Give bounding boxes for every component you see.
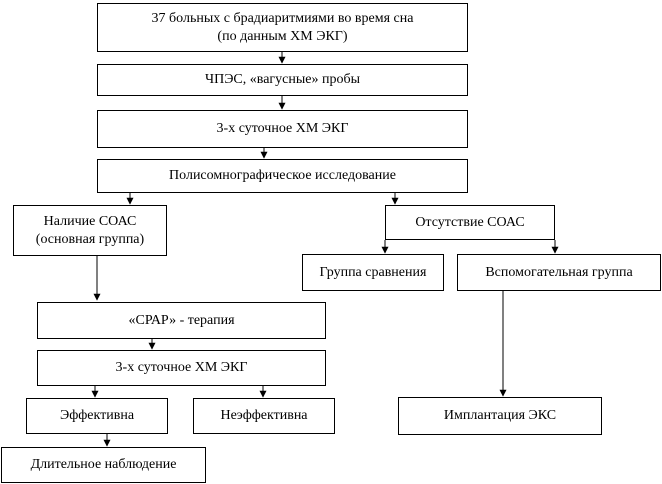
effective-box: Эффективна	[26, 398, 168, 434]
auxiliary-group-box: Вспомогательная группа	[457, 254, 661, 291]
comparison-group-label: Группа сравнения	[319, 264, 427, 280]
patients-box: 37 больных с брадиаритмиями во время сна…	[97, 3, 468, 52]
osa-present-box: Наличие СОАС (основная группа)	[13, 205, 167, 256]
polysomnography-box: Полисомнографическое исследование	[97, 159, 468, 193]
pacemaker-implantation-box: Имплантация ЭКС	[398, 397, 602, 435]
holter-followup-label: 3-х суточное ХМ ЭКГ	[115, 360, 248, 375]
patients-line-2: (по данным ХМ ЭКГ)	[217, 28, 348, 44]
polysomnography-label: Полисомнографическое исследование	[169, 168, 396, 183]
effective-label: Эффективна	[59, 408, 135, 423]
holter-followup-box: 3-х суточное ХМ ЭКГ	[37, 350, 326, 386]
osa-absent-box: Отсутствие СОАС	[385, 205, 555, 240]
ineffective-box: Неэффективна	[193, 398, 335, 434]
osa-present-line-2: (основная группа)	[35, 231, 145, 247]
long-observation-label: Длительное наблюдение	[30, 457, 177, 472]
cpap-therapy-box: «СРАР» - терапия	[37, 302, 326, 339]
cpap-therapy-label: «СРАР» - терапия	[128, 312, 235, 328]
holter-monitoring-box: 3-х суточное ХМ ЭКГ	[97, 110, 468, 148]
auxiliary-group-label: Вспомогательная группа	[485, 264, 633, 280]
comparison-group-box: Группа сравнения	[302, 254, 444, 291]
osa-present-line-1: Наличие СОАС	[43, 213, 137, 229]
long-observation-box: Длительное наблюдение	[1, 447, 206, 483]
pacemaker-implantation-label: Имплантация ЭКС	[443, 408, 557, 423]
ineffective-label: Неэффективна	[220, 408, 308, 423]
tests-label: ЧПЭС, «вагусные» пробы	[204, 72, 361, 87]
osa-absent-label: Отсутствие СОАС	[415, 214, 525, 230]
patients-line-1: 37 больных с брадиаритмиями во время сна	[151, 10, 414, 26]
tests-box: ЧПЭС, «вагусные» пробы	[97, 64, 468, 96]
holter-monitoring-label: 3-х суточное ХМ ЭКГ	[216, 121, 349, 136]
